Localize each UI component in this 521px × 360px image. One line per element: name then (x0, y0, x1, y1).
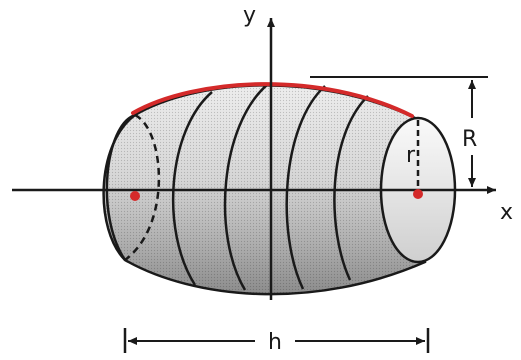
x-axis-label: x (500, 200, 513, 225)
slice-line-1 (171, 91, 213, 286)
right-center-point (413, 189, 423, 199)
y-axis-label: y (243, 3, 256, 28)
red-profile-curve (131, 82, 414, 118)
left-center-point (130, 191, 140, 201)
small-radius-label: r (406, 143, 416, 168)
slice-line-2 (223, 83, 269, 291)
big-radius-label: R (462, 127, 477, 152)
height-label: h (268, 330, 282, 355)
slice-line-3 (285, 85, 326, 290)
left-end-front-edge (105, 113, 136, 261)
slice-line-4 (333, 95, 369, 281)
left-end-hidden-edge (124, 113, 161, 262)
